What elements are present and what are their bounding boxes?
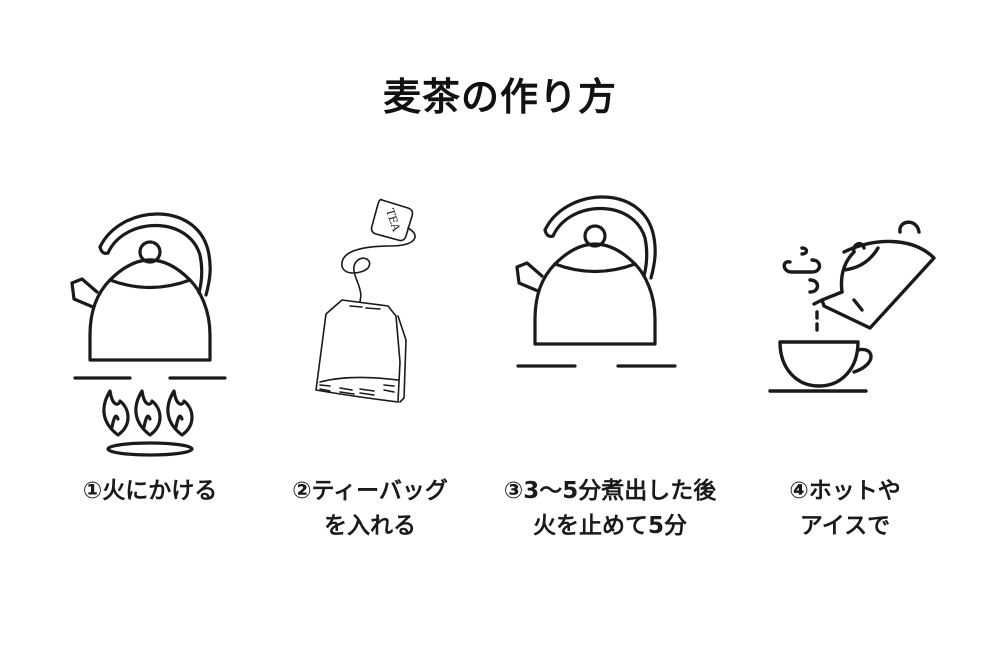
step-3-caption-line-1: ③3〜5分煮出した後: [503, 478, 717, 504]
step-4-illustration: [762, 210, 942, 395]
step-3-illustration: [510, 188, 690, 388]
step-1-illustration: [60, 195, 240, 465]
tea-bag-icon: TEA: [315, 198, 416, 403]
teapot-pouring-into-cup-icon: [768, 220, 936, 393]
step-3-caption-line-2: 火を止めて5分: [532, 513, 687, 539]
step-3-caption: ③3〜5分煮出した後 火を止めて5分: [475, 474, 745, 544]
step-4-caption: ④ホットや アイスで: [745, 474, 945, 544]
kettle-off-stove-icon: [515, 195, 677, 368]
page-title: 麦茶の作り方: [382, 75, 617, 119]
step-4-caption-line-1: ④ホットや: [789, 478, 901, 504]
step-2-caption-line-2: を入れる: [324, 513, 416, 539]
step-2-illustration: TEA: [290, 180, 450, 420]
step-4-caption-line-2: アイスで: [799, 513, 891, 539]
step-1-caption-line-1: ①火にかける: [82, 478, 218, 504]
step-2-caption: ②ティーバッグ を入れる: [255, 474, 485, 544]
kettle-on-gas-burner-icon: [70, 212, 227, 457]
step-1-caption: ①火にかける: [40, 474, 260, 509]
tea-tag-label: TEA: [383, 207, 403, 234]
step-2-caption-line-1: ②ティーバッグ: [292, 478, 448, 504]
